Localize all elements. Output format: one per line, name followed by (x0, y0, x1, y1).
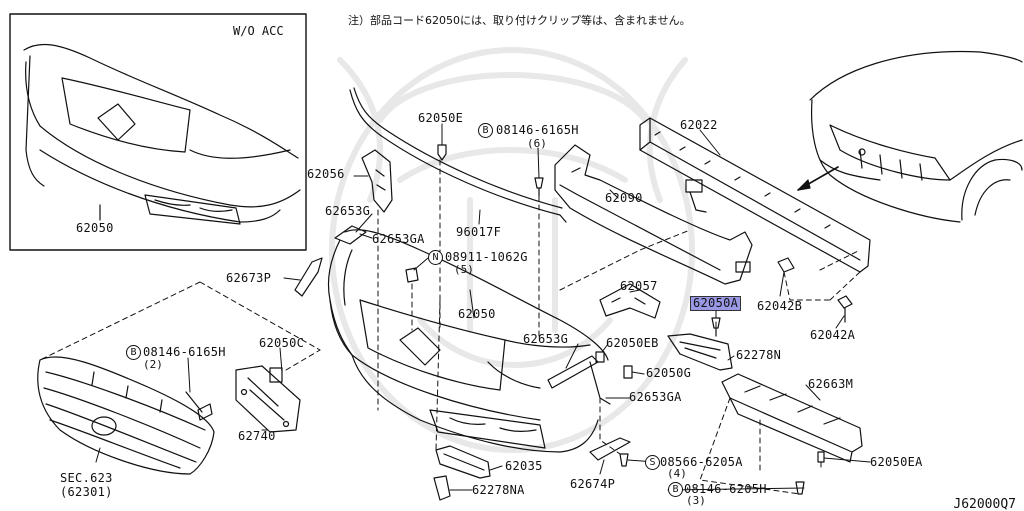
inset-bumper-drawing (23, 43, 301, 225)
bolt-08146-6165H-left (185, 391, 213, 421)
parts-note: 注）部品コード62050には、取り付けクリップ等は、含まれません。 (348, 14, 691, 27)
section-sublabel: (62301) (60, 485, 113, 499)
screw-prefix-icon: S (645, 455, 660, 470)
part-label-08911-1062G: 08911-1062G (445, 250, 528, 264)
car-front-drawing (809, 50, 1023, 223)
nut-62042B (777, 257, 795, 273)
part-label-62022: 62022 (680, 118, 718, 132)
part-label-62653G-mid: 62653G (523, 332, 569, 346)
clip-62050EB (595, 351, 605, 363)
screw-08566-6205A (619, 453, 629, 467)
qty-08146-6165H-left: (2) (143, 358, 163, 371)
part-label-62035: 62035 (505, 459, 543, 473)
bracket-62278NA (433, 475, 451, 501)
inset-caption: W/O ACC (233, 24, 284, 38)
part-label-62653GA-top: 62653GA (372, 232, 425, 246)
part-label-62056: 62056 (307, 167, 345, 181)
clip-62050E (437, 144, 447, 161)
bracket-62673P (294, 257, 323, 297)
bracket-62056 (361, 149, 393, 213)
inset-frame (9, 13, 307, 251)
part-label-inset-62050: 62050 (76, 221, 114, 235)
part-label-62057: 62057 (620, 279, 658, 293)
part-label-62740: 62740 (238, 429, 276, 443)
bumper-fascia-62050 (327, 229, 609, 453)
part-label-08146-6165H-left: 08146-6165H (143, 345, 226, 359)
part-label-62090: 62090 (605, 191, 643, 205)
grille-62301 (37, 356, 215, 475)
leader-lines (95, 123, 871, 491)
section-label: SEC.623 (60, 471, 113, 485)
diagram-code: J62000Q7 (953, 497, 1016, 511)
nut-prefix-icon: N (428, 250, 443, 265)
assembly-dashed-lines (39, 159, 861, 495)
watermark-emblem (329, 47, 695, 453)
bracket-62057 (599, 283, 661, 319)
bracket-62278N (667, 333, 733, 371)
bracket-62674P (589, 437, 631, 461)
part-label-62663M: 62663M (808, 377, 854, 391)
part-label-08146-6205H: 08146-6205H (684, 482, 767, 496)
part-label-62050G: 62050G (646, 366, 692, 380)
bolt-prefix-icon: B (126, 345, 141, 360)
qty-08146-6205H: (3) (686, 494, 706, 507)
qty-08911-1062G: (5) (454, 263, 474, 276)
part-label-62050EA: 62050EA (870, 455, 923, 469)
bolt-08146-6205H (795, 481, 805, 495)
part-label-62050C: 62050C (259, 336, 305, 350)
part-label-62673P: 62673P (226, 271, 272, 285)
bolt-08146-6165H-top (534, 177, 544, 197)
clip-62050EA (817, 451, 825, 463)
license-bracket-62740 (235, 365, 301, 433)
part-label-62050-main: 62050 (458, 307, 496, 321)
bracket-62035 (435, 445, 491, 479)
reinforcement-62022 (639, 117, 871, 273)
strip-96017F (349, 87, 567, 223)
part-label-62050EB: 62050EB (606, 336, 659, 350)
qty-08146-6165H-top: (6) (527, 137, 547, 150)
nut-08911-1062G (405, 267, 419, 283)
part-label-62278NA: 62278NA (472, 483, 525, 497)
clip-62653GA-top (334, 225, 367, 245)
bolt-prefix-icon: B (668, 482, 683, 497)
bolt-prefix-icon: B (478, 123, 493, 138)
qty-08566-6205A: (4) (667, 467, 687, 480)
part-label-96017F: 96017F (456, 225, 502, 239)
part-label-62653GA-mid: 62653GA (629, 390, 682, 404)
bolt-62042A (837, 295, 853, 323)
clip-62050G (623, 365, 633, 379)
part-label-62674P: 62674P (570, 477, 616, 491)
part-label-62050E: 62050E (418, 111, 464, 125)
part-label-62278N: 62278N (736, 348, 782, 362)
part-label-62042A: 62042A (810, 328, 856, 342)
part-label-62042B: 62042B (757, 299, 803, 313)
part-label-08566-6205A: 08566-6205A (660, 455, 743, 469)
part-label-08146-6165H-top: 08146-6165H (496, 123, 579, 137)
absorber-62090 (554, 144, 753, 285)
part-label-62050A-highlighted: 62050A (690, 296, 742, 311)
part-label-62653G-top: 62653G (325, 204, 371, 218)
